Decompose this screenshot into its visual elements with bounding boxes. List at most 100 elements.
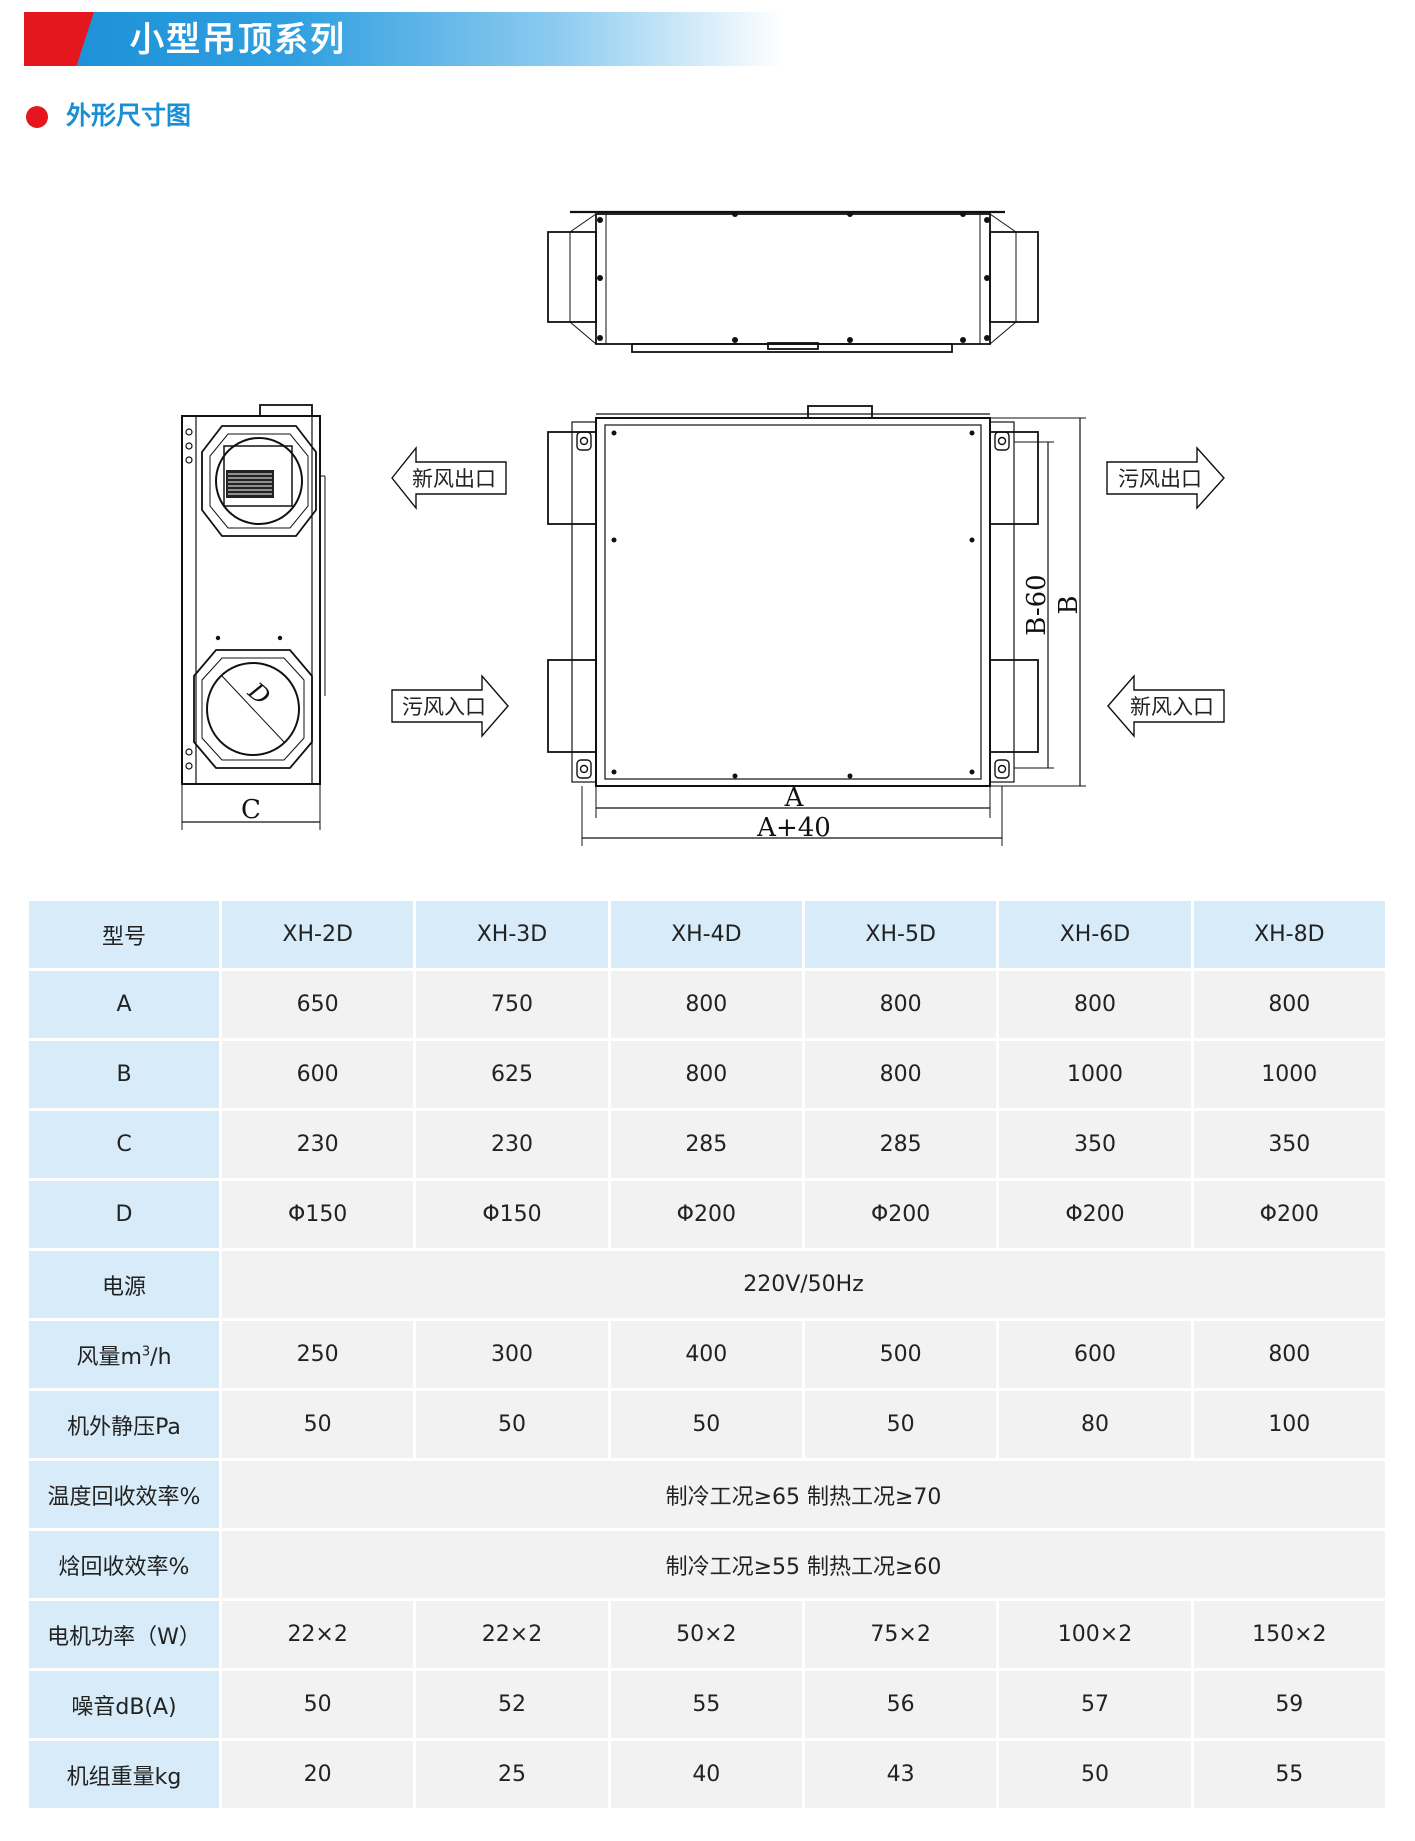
table-cell: 650 [222, 971, 414, 1038]
table-cell-merged: 制冷工况≥55 制热工况≥60 [222, 1531, 1385, 1598]
table-cell: 50 [610, 1391, 802, 1458]
table-cell: 100 [1193, 1391, 1385, 1458]
table-cell: Φ200 [1193, 1181, 1385, 1248]
table-cell: 800 [804, 1041, 997, 1108]
table-row: D Φ150 Φ150 Φ200 Φ200 Φ200 Φ200 [29, 1181, 1385, 1248]
table-row: B 600 625 800 800 1000 1000 [29, 1041, 1385, 1108]
table-cell: 285 [804, 1111, 997, 1178]
table-cell: 150×2 [1193, 1601, 1385, 1668]
arrow-fresh-out [391, 446, 507, 510]
label-exhaust-in: 污风入口 [402, 695, 486, 719]
table-row: 电机功率（W） 22×2 22×2 50×2 75×2 100×2 150×2 [29, 1601, 1385, 1668]
table-cell: 800 [1193, 1321, 1385, 1388]
table-cell-merged: 制冷工况≥65 制热工况≥70 [222, 1461, 1385, 1528]
table-cell: 50 [222, 1671, 414, 1738]
model-name: XH-2D [222, 901, 414, 968]
dim-b-label: B [1054, 595, 1084, 614]
dimension-drawing: A A+40 B-60 B [181, 210, 1225, 846]
table-cell: Φ200 [804, 1181, 997, 1248]
page-title: 小型吊顶系列 [130, 20, 346, 60]
table-cell: Φ150 [416, 1181, 608, 1248]
table-cell: 500 [804, 1321, 997, 1388]
table-cell: 20 [222, 1741, 414, 1808]
table-header-row: 型号 XH-2D XH-3D XH-4D XH-5D XH-6D XH-8D [29, 901, 1385, 968]
table-row: 噪音dB(A) 50 52 55 56 57 59 [29, 1671, 1385, 1738]
arrow-fresh-in [1107, 674, 1225, 738]
arrow-exhaust-out [1106, 446, 1225, 510]
table-cell: 400 [610, 1321, 802, 1388]
row-label: 温度回收效率% [29, 1461, 219, 1528]
model-name: XH-5D [804, 901, 997, 968]
row-label: D [29, 1181, 219, 1248]
table-cell: 350 [999, 1111, 1191, 1178]
label-fresh-in: 新风入口 [1130, 695, 1214, 719]
table-cell: 75×2 [804, 1601, 997, 1668]
table-cell: 285 [610, 1111, 802, 1178]
table-cell: 22×2 [416, 1601, 608, 1668]
table-cell: 55 [610, 1671, 802, 1738]
label-exhaust-out: 污风出口 [1118, 467, 1202, 491]
table-cell: 230 [416, 1111, 608, 1178]
label-fresh-out: 新风出口 [412, 467, 496, 491]
table-cell: 80 [999, 1391, 1191, 1458]
table-row: 温度回收效率% 制冷工况≥65 制热工况≥70 [29, 1461, 1385, 1528]
table-row: C 230 230 285 285 350 350 [29, 1111, 1385, 1178]
table-cell: 1000 [1193, 1041, 1385, 1108]
model-name: XH-3D [416, 901, 608, 968]
table-cell: 56 [804, 1671, 997, 1738]
table-cell: 59 [1193, 1671, 1385, 1738]
table-row: A 650 750 800 800 800 800 [29, 971, 1385, 1038]
front-view [547, 405, 1086, 846]
row-label: 电源 [29, 1251, 219, 1318]
table-row: 风量m3/h 250 300 400 500 600 800 [29, 1321, 1385, 1388]
title-banner [24, 12, 784, 66]
dim-a-label: A [784, 783, 805, 813]
dim-d-label: D [242, 676, 276, 710]
row-label: 焓回收效率% [29, 1531, 219, 1598]
model-name: XH-4D [610, 901, 802, 968]
row-label: 机组重量kg [29, 1741, 219, 1808]
section-title: 外形尺寸图 [66, 101, 192, 130]
table-row: 机组重量kg 20 25 40 43 50 55 [29, 1741, 1385, 1808]
model-name: XH-6D [999, 901, 1191, 968]
table-cell: 57 [999, 1671, 1191, 1738]
top-view [547, 210, 1039, 353]
dim-a40-label: A+40 [756, 813, 831, 843]
table-row: 焓回收效率% 制冷工况≥55 制热工况≥60 [29, 1531, 1385, 1598]
row-label: 噪音dB(A) [29, 1671, 219, 1738]
table-cell: 50 [999, 1741, 1191, 1808]
table-cell: 250 [222, 1321, 414, 1388]
table-cell: Φ200 [610, 1181, 802, 1248]
dim-b60-label: B-60 [1022, 574, 1052, 635]
table-cell: 50×2 [610, 1601, 802, 1668]
table-cell: 52 [416, 1671, 608, 1738]
table-cell: 55 [1193, 1741, 1385, 1808]
table-cell: 600 [222, 1041, 414, 1108]
row-label-sup: 3 [141, 1344, 151, 1360]
table-cell: 625 [416, 1041, 608, 1108]
dim-c-label: C [241, 795, 261, 825]
table-row: 电源 220V/50Hz [29, 1251, 1385, 1318]
header-label: 型号 [29, 901, 219, 968]
table-cell: 800 [999, 971, 1191, 1038]
row-label: A [29, 971, 219, 1038]
table-cell: 50 [222, 1391, 414, 1458]
model-name: XH-8D [1193, 901, 1385, 968]
table-cell: 300 [416, 1321, 608, 1388]
row-label: 电机功率（W） [29, 1601, 219, 1668]
table-cell: 800 [1193, 971, 1385, 1038]
table-cell: 800 [610, 971, 802, 1038]
table-cell: 800 [610, 1041, 802, 1108]
table-cell: 22×2 [222, 1601, 414, 1668]
row-label: 机外静压Pa [29, 1391, 219, 1458]
table-cell: 1000 [999, 1041, 1191, 1108]
arrow-exhaust-in [391, 674, 509, 738]
table-cell: 750 [416, 971, 608, 1038]
table-cell: 43 [804, 1741, 997, 1808]
table-cell: 350 [1193, 1111, 1385, 1178]
table-cell: 100×2 [999, 1601, 1191, 1668]
table-cell: 800 [804, 971, 997, 1038]
row-label: C [29, 1111, 219, 1178]
spec-table: 型号 XH-2D XH-3D XH-4D XH-5D XH-6D XH-8D A… [26, 898, 1388, 1811]
section-bullet [26, 106, 48, 128]
